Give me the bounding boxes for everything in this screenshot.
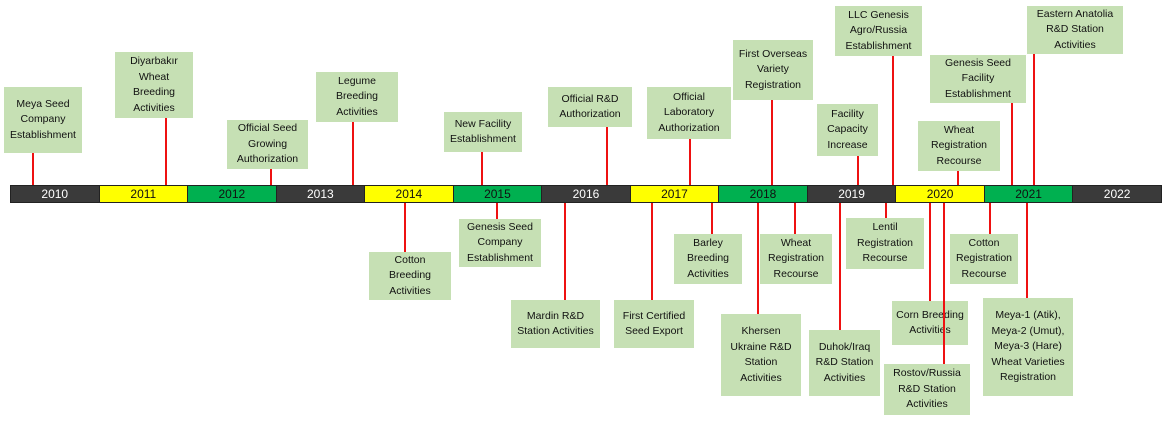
year-segment-2019: 2019 <box>807 186 897 202</box>
milestone-box-below: Lentil Registration Recourse <box>846 218 924 269</box>
milestone-box-above: LLC Genesis Agro/Russia Establishment <box>835 6 922 56</box>
connector-line-below <box>496 203 498 219</box>
connector-line-above <box>892 56 894 185</box>
connector-line-below <box>404 203 406 252</box>
milestone-box-above: New Facility Establishment <box>444 112 522 152</box>
milestone-box-below: Cotton Breeding Activities <box>369 252 451 300</box>
connector-line-above <box>957 171 959 185</box>
year-segment-2010: 2010 <box>11 186 100 202</box>
milestone-box-below: Corn Breeding Activities <box>892 301 968 345</box>
connector-line-below <box>943 203 945 364</box>
year-segment-2014: 2014 <box>365 186 454 202</box>
milestone-box-above: Facility Capacity Increase <box>817 104 878 156</box>
milestone-box-above: Official R&D Authorization <box>548 87 632 127</box>
year-segment-2011: 2011 <box>99 186 189 202</box>
connector-line-above <box>606 127 608 185</box>
milestone-box-above: Diyarbakır Wheat Breeding Activities <box>115 52 193 118</box>
connector-line-below <box>651 203 653 300</box>
connector-line-above <box>270 169 272 185</box>
connector-line-above <box>352 122 354 185</box>
year-segment-2021: 2021 <box>984 186 1074 202</box>
connector-line-below <box>711 203 713 234</box>
milestone-box-above: Genesis Seed Facility Establishment <box>930 55 1026 103</box>
milestone-box-below: Genesis Seed Company Establishment <box>459 219 541 267</box>
year-segment-2020: 2020 <box>896 186 985 202</box>
year-segment-2015: 2015 <box>453 186 543 202</box>
milestone-box-below: Khersen Ukraine R&D Station Activities <box>721 314 801 396</box>
connector-line-below <box>564 203 566 300</box>
connector-line-above <box>165 118 167 185</box>
milestone-box-below: First Certified Seed Export <box>614 300 694 348</box>
connector-line-below <box>1026 203 1028 298</box>
connector-line-below <box>989 203 991 234</box>
milestone-box-below: Rostov/Russia R&D Station Activities <box>884 364 970 415</box>
milestone-box-above: Eastern Anatolia R&D Station Activities <box>1027 6 1123 54</box>
milestone-box-above: First Overseas Variety Registration <box>733 40 813 100</box>
connector-line-below <box>757 203 759 314</box>
year-segment-2022: 2022 <box>1073 186 1161 202</box>
connector-line-above <box>857 156 859 185</box>
connector-line-above <box>1033 54 1035 185</box>
milestone-box-above: Meya Seed Company Establishment <box>4 87 82 153</box>
milestone-box-below: Meya-1 (Atik), Meya-2 (Umut), Meya-3 (Ha… <box>983 298 1073 396</box>
year-segment-2017: 2017 <box>630 186 720 202</box>
milestone-box-below: Cotton Registration Recourse <box>950 234 1018 284</box>
milestone-box-above: Legume Breeding Activities <box>316 72 398 122</box>
year-segment-2013: 2013 <box>276 186 366 202</box>
connector-line-above <box>1011 103 1013 185</box>
milestone-box-below: Barley Breeding Activities <box>674 234 742 284</box>
connector-line-below <box>885 203 887 218</box>
connector-line-below <box>794 203 796 234</box>
milestone-box-below: Wheat Registration Recourse <box>760 234 832 284</box>
year-segment-2016: 2016 <box>542 186 631 202</box>
connector-line-above <box>689 139 691 185</box>
connector-line-below <box>839 203 841 330</box>
connector-line-above <box>771 100 773 185</box>
year-segment-2012: 2012 <box>188 186 277 202</box>
milestone-box-above: Official Laboratory Authorization <box>647 87 731 139</box>
milestone-box-below: Duhok/Iraq R&D Station Activities <box>809 330 880 396</box>
connector-line-above <box>32 153 34 185</box>
connector-line-below <box>929 203 931 301</box>
milestone-box-above: Wheat Registration Recourse <box>918 121 1000 171</box>
year-segment-2018: 2018 <box>719 186 808 202</box>
milestone-box-below: Mardin R&D Station Activities <box>511 300 600 348</box>
milestone-box-above: Official Seed Growing Authorization <box>227 120 308 169</box>
connector-line-above <box>481 152 483 185</box>
